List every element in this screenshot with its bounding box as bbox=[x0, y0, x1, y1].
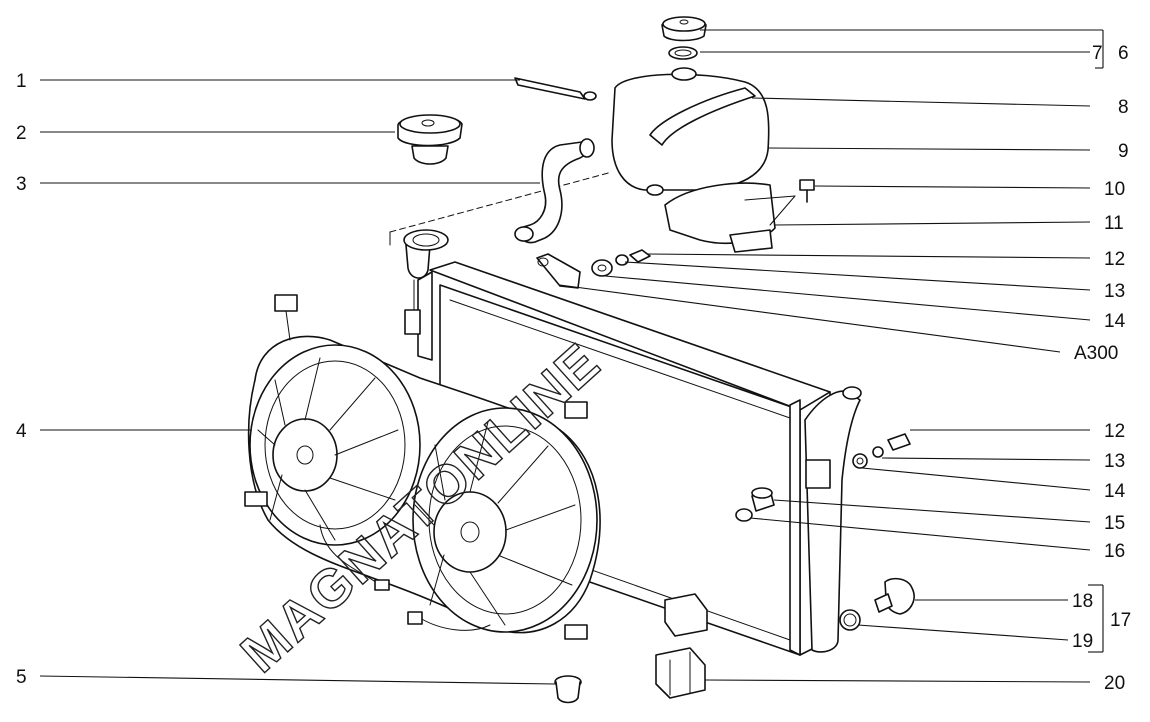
callout-2: 2 bbox=[16, 123, 27, 144]
callout-4: 4 bbox=[16, 421, 27, 442]
callout-12-upper: 12 bbox=[1104, 249, 1125, 270]
callout-19: 19 bbox=[1072, 631, 1093, 652]
lower-bracket-hardware bbox=[852, 433, 911, 469]
callout-a300: A300 bbox=[1074, 343, 1118, 364]
drain-plug bbox=[874, 577, 915, 615]
callout-20: 20 bbox=[1104, 673, 1125, 694]
callout-7: 7 bbox=[1092, 43, 1103, 64]
callout-13-upper: 13 bbox=[1104, 281, 1125, 302]
tank-screw bbox=[744, 179, 815, 226]
radiator-lower-pad bbox=[664, 593, 708, 637]
tank-cap bbox=[661, 16, 707, 42]
callout-16: 16 bbox=[1104, 541, 1125, 562]
callout-13-lower: 13 bbox=[1104, 451, 1125, 472]
callout-11: 11 bbox=[1104, 213, 1124, 234]
grommet bbox=[554, 675, 582, 704]
radiator-cap bbox=[397, 114, 463, 165]
drain-plug-seal bbox=[839, 609, 861, 631]
callout-14-upper: 14 bbox=[1104, 311, 1126, 332]
callout-1: 1 bbox=[16, 71, 27, 92]
callout-17: 17 bbox=[1110, 610, 1131, 631]
callout-5: 5 bbox=[16, 667, 27, 688]
callout-12-lower: 12 bbox=[1104, 421, 1125, 442]
tank-cap-seal bbox=[668, 46, 698, 60]
callouts-left: 1 2 3 4 5 bbox=[16, 71, 27, 688]
bushings bbox=[735, 487, 775, 522]
callout-10: 10 bbox=[1104, 179, 1125, 200]
radiator bbox=[404, 261, 862, 656]
reference-lines bbox=[389, 171, 613, 246]
radiator-mount-pad bbox=[655, 647, 706, 699]
clamp-strap bbox=[514, 77, 597, 101]
upper-bracket-hardware bbox=[536, 249, 651, 289]
callout-14-lower: 14 bbox=[1104, 481, 1126, 502]
callout-8: 8 bbox=[1118, 97, 1129, 118]
callout-15: 15 bbox=[1104, 513, 1125, 534]
leader-lines bbox=[39, 29, 1104, 685]
coolant-hose bbox=[514, 138, 595, 244]
callout-3: 3 bbox=[16, 174, 27, 195]
callout-18: 18 bbox=[1072, 591, 1093, 612]
radiator-filler-neck bbox=[403, 229, 449, 311]
fan-assembly bbox=[244, 294, 601, 640]
callout-6: 6 bbox=[1118, 43, 1129, 64]
callout-9: 9 bbox=[1118, 141, 1129, 162]
callouts-right: 7 6 8 9 10 11 12 13 14 A300 12 13 14 15 … bbox=[1072, 43, 1131, 694]
expansion-tank bbox=[611, 67, 776, 253]
